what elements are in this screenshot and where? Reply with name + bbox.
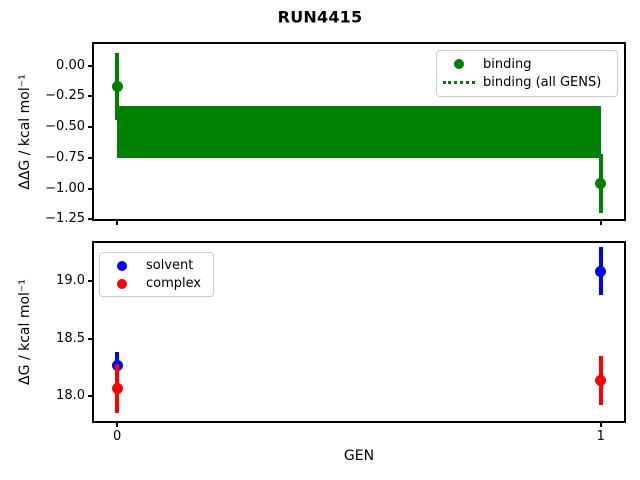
y-tick-mark xyxy=(88,64,92,67)
y-tick-label: 18.0 xyxy=(56,388,85,404)
y-tick-mark xyxy=(88,187,92,190)
solvent-legend-dot-icon xyxy=(117,260,127,271)
complex-marker xyxy=(595,374,607,386)
y-tick-mark xyxy=(88,395,92,398)
x-tick-mark xyxy=(116,221,119,225)
legend-entry: complex xyxy=(106,276,207,291)
y-tick-label: −0.75 xyxy=(45,149,85,165)
y-tick-label: 18.5 xyxy=(56,330,85,346)
x-tick-mark xyxy=(116,423,119,427)
y-tick-mark xyxy=(88,280,92,283)
dg-axes-frame xyxy=(92,241,626,423)
binding-legend-dot-icon xyxy=(454,59,464,70)
legend-line-handle xyxy=(443,81,475,85)
legend-marker-handle xyxy=(106,260,138,271)
x-tick-mark xyxy=(599,221,602,225)
legend-marker-handle xyxy=(106,278,138,289)
legend-marker-handle xyxy=(443,59,475,70)
binding-all-gens-band xyxy=(117,106,601,158)
legend-entry: binding (all GENS) xyxy=(443,75,611,90)
y-tick-label: −1.00 xyxy=(45,180,85,196)
legend-entry-label: binding (all GENS) xyxy=(483,75,602,91)
binding-marker xyxy=(111,81,123,93)
binding-marker xyxy=(595,178,607,190)
y-tick-label: −1.25 xyxy=(45,211,85,227)
y-tick-mark xyxy=(88,337,92,340)
legend-entry: solvent xyxy=(106,258,207,273)
x-tick-label: 0 xyxy=(113,429,122,444)
gen-x-axis-label: GEN xyxy=(343,448,375,464)
y-tick-label: 0.00 xyxy=(56,57,85,73)
x-tick-label: 1 xyxy=(596,429,605,444)
complex-legend-dot-icon xyxy=(117,278,127,289)
binding-all-gens-legend-dotted-line-icon xyxy=(443,81,475,85)
y-tick-mark xyxy=(88,95,92,98)
complex-marker xyxy=(111,382,123,394)
x-tick-mark xyxy=(599,423,602,427)
y-tick-mark xyxy=(88,126,92,129)
y-tick-mark xyxy=(88,156,92,159)
solvent-marker xyxy=(595,265,607,277)
dg-legend: solvent complex xyxy=(99,252,214,297)
y-tick-label: −0.50 xyxy=(45,119,85,135)
legend-entry: binding xyxy=(443,57,611,72)
legend-entry-label: solvent xyxy=(146,258,194,273)
y-tick-mark xyxy=(88,218,92,221)
legend-entry-label: binding xyxy=(483,56,532,72)
legend-entry-label: complex xyxy=(146,276,202,291)
ddg-legend: binding binding (all GENS) xyxy=(436,50,618,97)
y-tick-label: 19.0 xyxy=(56,273,85,289)
figure-title: RUN4415 xyxy=(277,7,363,27)
y-tick-label: −0.25 xyxy=(45,88,85,104)
ddg-axes-frame xyxy=(92,42,626,221)
